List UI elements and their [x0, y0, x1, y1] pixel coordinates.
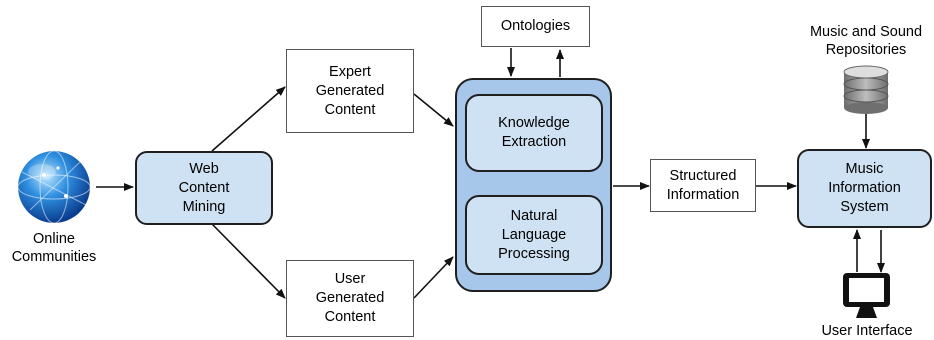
knowledge-extraction-text: Knowledge Extraction [498, 115, 570, 150]
online-communities-label: Online Communities [11, 231, 97, 265]
web-content-mining-box: Web Content Mining [135, 151, 273, 225]
ontologies-text: Ontologies [500, 18, 571, 34]
repositories-label: Music and Sound Repositories [809, 24, 923, 58]
expert-generated-content-box: Expert Generated Content [286, 49, 414, 133]
natural-language-processing-text: Natural Language Processing [498, 207, 570, 262]
knowledge-extraction-box: Knowledge Extraction [465, 94, 603, 172]
structured-information-box: Structured Information [650, 159, 756, 212]
user-generated-content-text: User Generated Content [315, 271, 385, 325]
structured-information-text: Structured Information [666, 167, 740, 203]
user-generated-content-box: User Generated Content [286, 260, 414, 337]
arrow-expert-to-core [413, 93, 454, 127]
natural-language-processing-box: Natural Language Processing [465, 195, 603, 275]
music-information-system-text: Music Information System [828, 161, 901, 215]
arrow-mining-to-user [211, 223, 286, 299]
expert-generated-content-text: Expert Generated Content [315, 63, 385, 118]
ontologies-box: Ontologies [481, 6, 590, 47]
web-content-mining-text: Web Content Mining [178, 160, 230, 215]
arrow-user-to-core [413, 256, 454, 299]
music-information-system-box: Music Information System [797, 149, 932, 228]
arrow-mining-to-expert [211, 86, 286, 152]
user-interface-label: User Interface [821, 323, 913, 339]
